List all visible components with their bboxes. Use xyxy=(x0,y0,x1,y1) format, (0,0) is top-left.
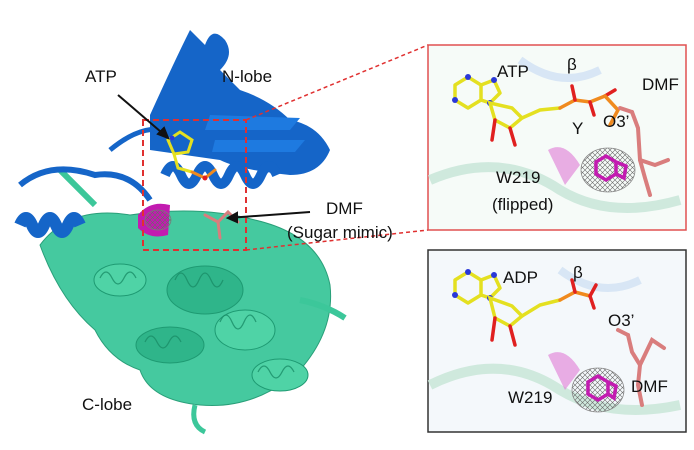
label-adp-inset: ADP xyxy=(503,268,538,287)
callout-arrows xyxy=(117,94,311,224)
protein-overview: N-lobe ATP DMF (Sugar mimic) C-lobe xyxy=(14,30,429,435)
w219-trp-top xyxy=(594,153,628,183)
dmf-sticks-bottom xyxy=(616,328,666,407)
label-atp-inset: ATP xyxy=(497,62,529,81)
w219-density-mesh-top xyxy=(580,147,636,193)
zoom-line-top xyxy=(245,44,429,121)
w219-trp-bottom xyxy=(586,373,618,403)
label-o3-bottom: O3’ xyxy=(608,311,634,330)
c-lobe-helix-bands xyxy=(99,271,295,379)
atp-sticks-overview xyxy=(166,130,217,181)
atp-adenine xyxy=(452,74,502,110)
label-flipped: (flipped) xyxy=(492,195,553,214)
panel-atp-closeup: ATP β Y O3’ DMF W219 (flipped) xyxy=(427,44,687,231)
label-dmf-top: DMF xyxy=(642,75,679,94)
zoom-box xyxy=(142,119,247,251)
adp-adenine xyxy=(452,269,502,305)
label-dmf-note: (Sugar mimic) xyxy=(287,223,393,242)
atp-ribose-chain xyxy=(487,84,621,147)
n-lobe-ribbon xyxy=(14,30,330,238)
label-beta-top: β xyxy=(567,55,577,74)
label-w219-top: W219 xyxy=(496,168,540,187)
label-dmf-overview: DMF xyxy=(326,199,363,218)
adp-ribose-chain xyxy=(487,278,598,347)
label-dmf-bottom: DMF xyxy=(631,377,668,396)
label-w219-bottom: W219 xyxy=(508,388,552,407)
panel-adp-closeup: ADP β O3’ DMF W219 xyxy=(427,249,687,433)
dmf-sticks-top xyxy=(618,106,670,197)
label-atp-overview: ATP xyxy=(85,67,117,86)
label-beta-bottom: β xyxy=(573,263,583,282)
zoom-line-bottom xyxy=(245,229,429,251)
label-c-lobe: C-lobe xyxy=(82,395,132,414)
w219-density-mesh-overview xyxy=(144,209,172,231)
c-lobe-ribbon xyxy=(39,167,347,435)
label-n-lobe: N-lobe xyxy=(222,67,272,86)
w219-density-mesh-bottom xyxy=(571,367,625,413)
label-gamma-top: Y xyxy=(572,119,583,138)
label-o3-top: O3’ xyxy=(603,112,629,131)
